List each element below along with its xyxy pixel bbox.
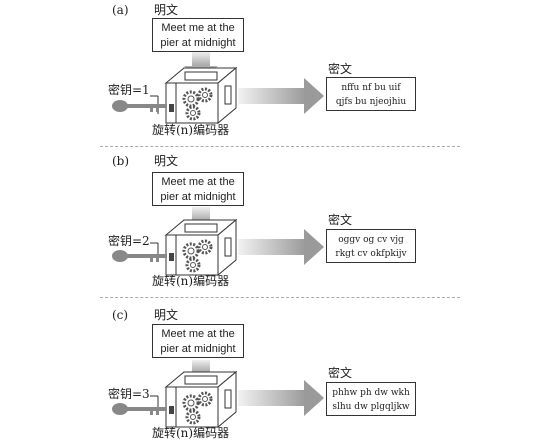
key-icon [112, 395, 174, 415]
panel-b: (b) 明文 Meet me at the pier at midnight 密… [0, 149, 560, 296]
section-divider [100, 297, 460, 298]
arrow-right-icon [238, 229, 324, 265]
encoder-label: 旋转(n)编码器 [152, 426, 230, 440]
plaintext-line: pier at midnight [160, 37, 236, 49]
key-label: 密钥=1 [108, 83, 150, 97]
ciphertext-line: rkgt cv okfpkijv [335, 249, 407, 259]
panel-label: (c) [112, 308, 129, 322]
plaintext-title: 明文 [154, 308, 179, 322]
ciphertext-line: qjfs bu njeojhiu [335, 97, 407, 107]
ciphertext-line: nffu nf bu uif [341, 83, 401, 93]
plaintext-title: 明文 [154, 154, 179, 168]
plaintext-box: Meet me at the pier at midnight [152, 324, 244, 358]
panel-c-graphics [112, 360, 324, 429]
ciphertext-line: oggv og cv vjg [338, 235, 404, 245]
plaintext-line: Meet me at the [161, 22, 235, 34]
plaintext-line: pier at midnight [160, 191, 236, 203]
ciphertext-title: 密文 [328, 366, 353, 380]
ciphertext-title: 密文 [328, 62, 353, 76]
ciphertext-box: nffu nf bu uif qjfs bu njeojhiu [326, 77, 416, 111]
ciphertext-title: 密文 [328, 213, 353, 227]
encoder-box-icon [164, 218, 238, 277]
ciphertext-line: phhw ph dw wkh [332, 388, 410, 398]
encoder-label: 旋转(n)编码器 [152, 123, 230, 137]
panel-b-graphics [112, 207, 324, 277]
plaintext-box: Meet me at the pier at midnight [152, 172, 244, 206]
ciphertext-line: slhu dw plgqljkw [332, 402, 410, 412]
plaintext-line: Meet me at the [161, 176, 235, 188]
gears-icon [182, 87, 213, 121]
encoder-box-icon [164, 66, 238, 125]
gears-icon [182, 391, 213, 425]
section-divider [100, 146, 460, 147]
panel-label: (b) [112, 154, 130, 168]
gears-icon [182, 239, 213, 273]
panel-label: (a) [112, 3, 129, 17]
panel-a: (a) 明文 Meet me at the pier at midnight 密… [0, 0, 560, 147]
encoder-label: 旋转(n)编码器 [152, 274, 230, 288]
key-label: 密钥=3 [108, 387, 150, 401]
ciphertext-box: oggv og cv vjg rkgt cv okfpkijv [326, 229, 416, 263]
arrow-right-icon [238, 78, 324, 114]
plaintext-line: pier at midnight [160, 343, 236, 355]
arrow-right-icon [238, 380, 324, 416]
key-icon [112, 242, 174, 262]
plaintext-line: Meet me at the [161, 328, 235, 340]
panel-c: (c) 明文 Meet me at the pier at midnight 密… [0, 300, 560, 447]
key-icon [112, 95, 174, 114]
panel-a-graphics [112, 52, 324, 125]
encoder-box-icon [164, 370, 238, 429]
plaintext-title: 明文 [154, 3, 179, 17]
ciphertext-box: phhw ph dw wkh slhu dw plgqljkw [326, 382, 416, 416]
plaintext-box: Meet me at the pier at midnight [152, 18, 244, 52]
key-label: 密钥=2 [108, 234, 150, 248]
